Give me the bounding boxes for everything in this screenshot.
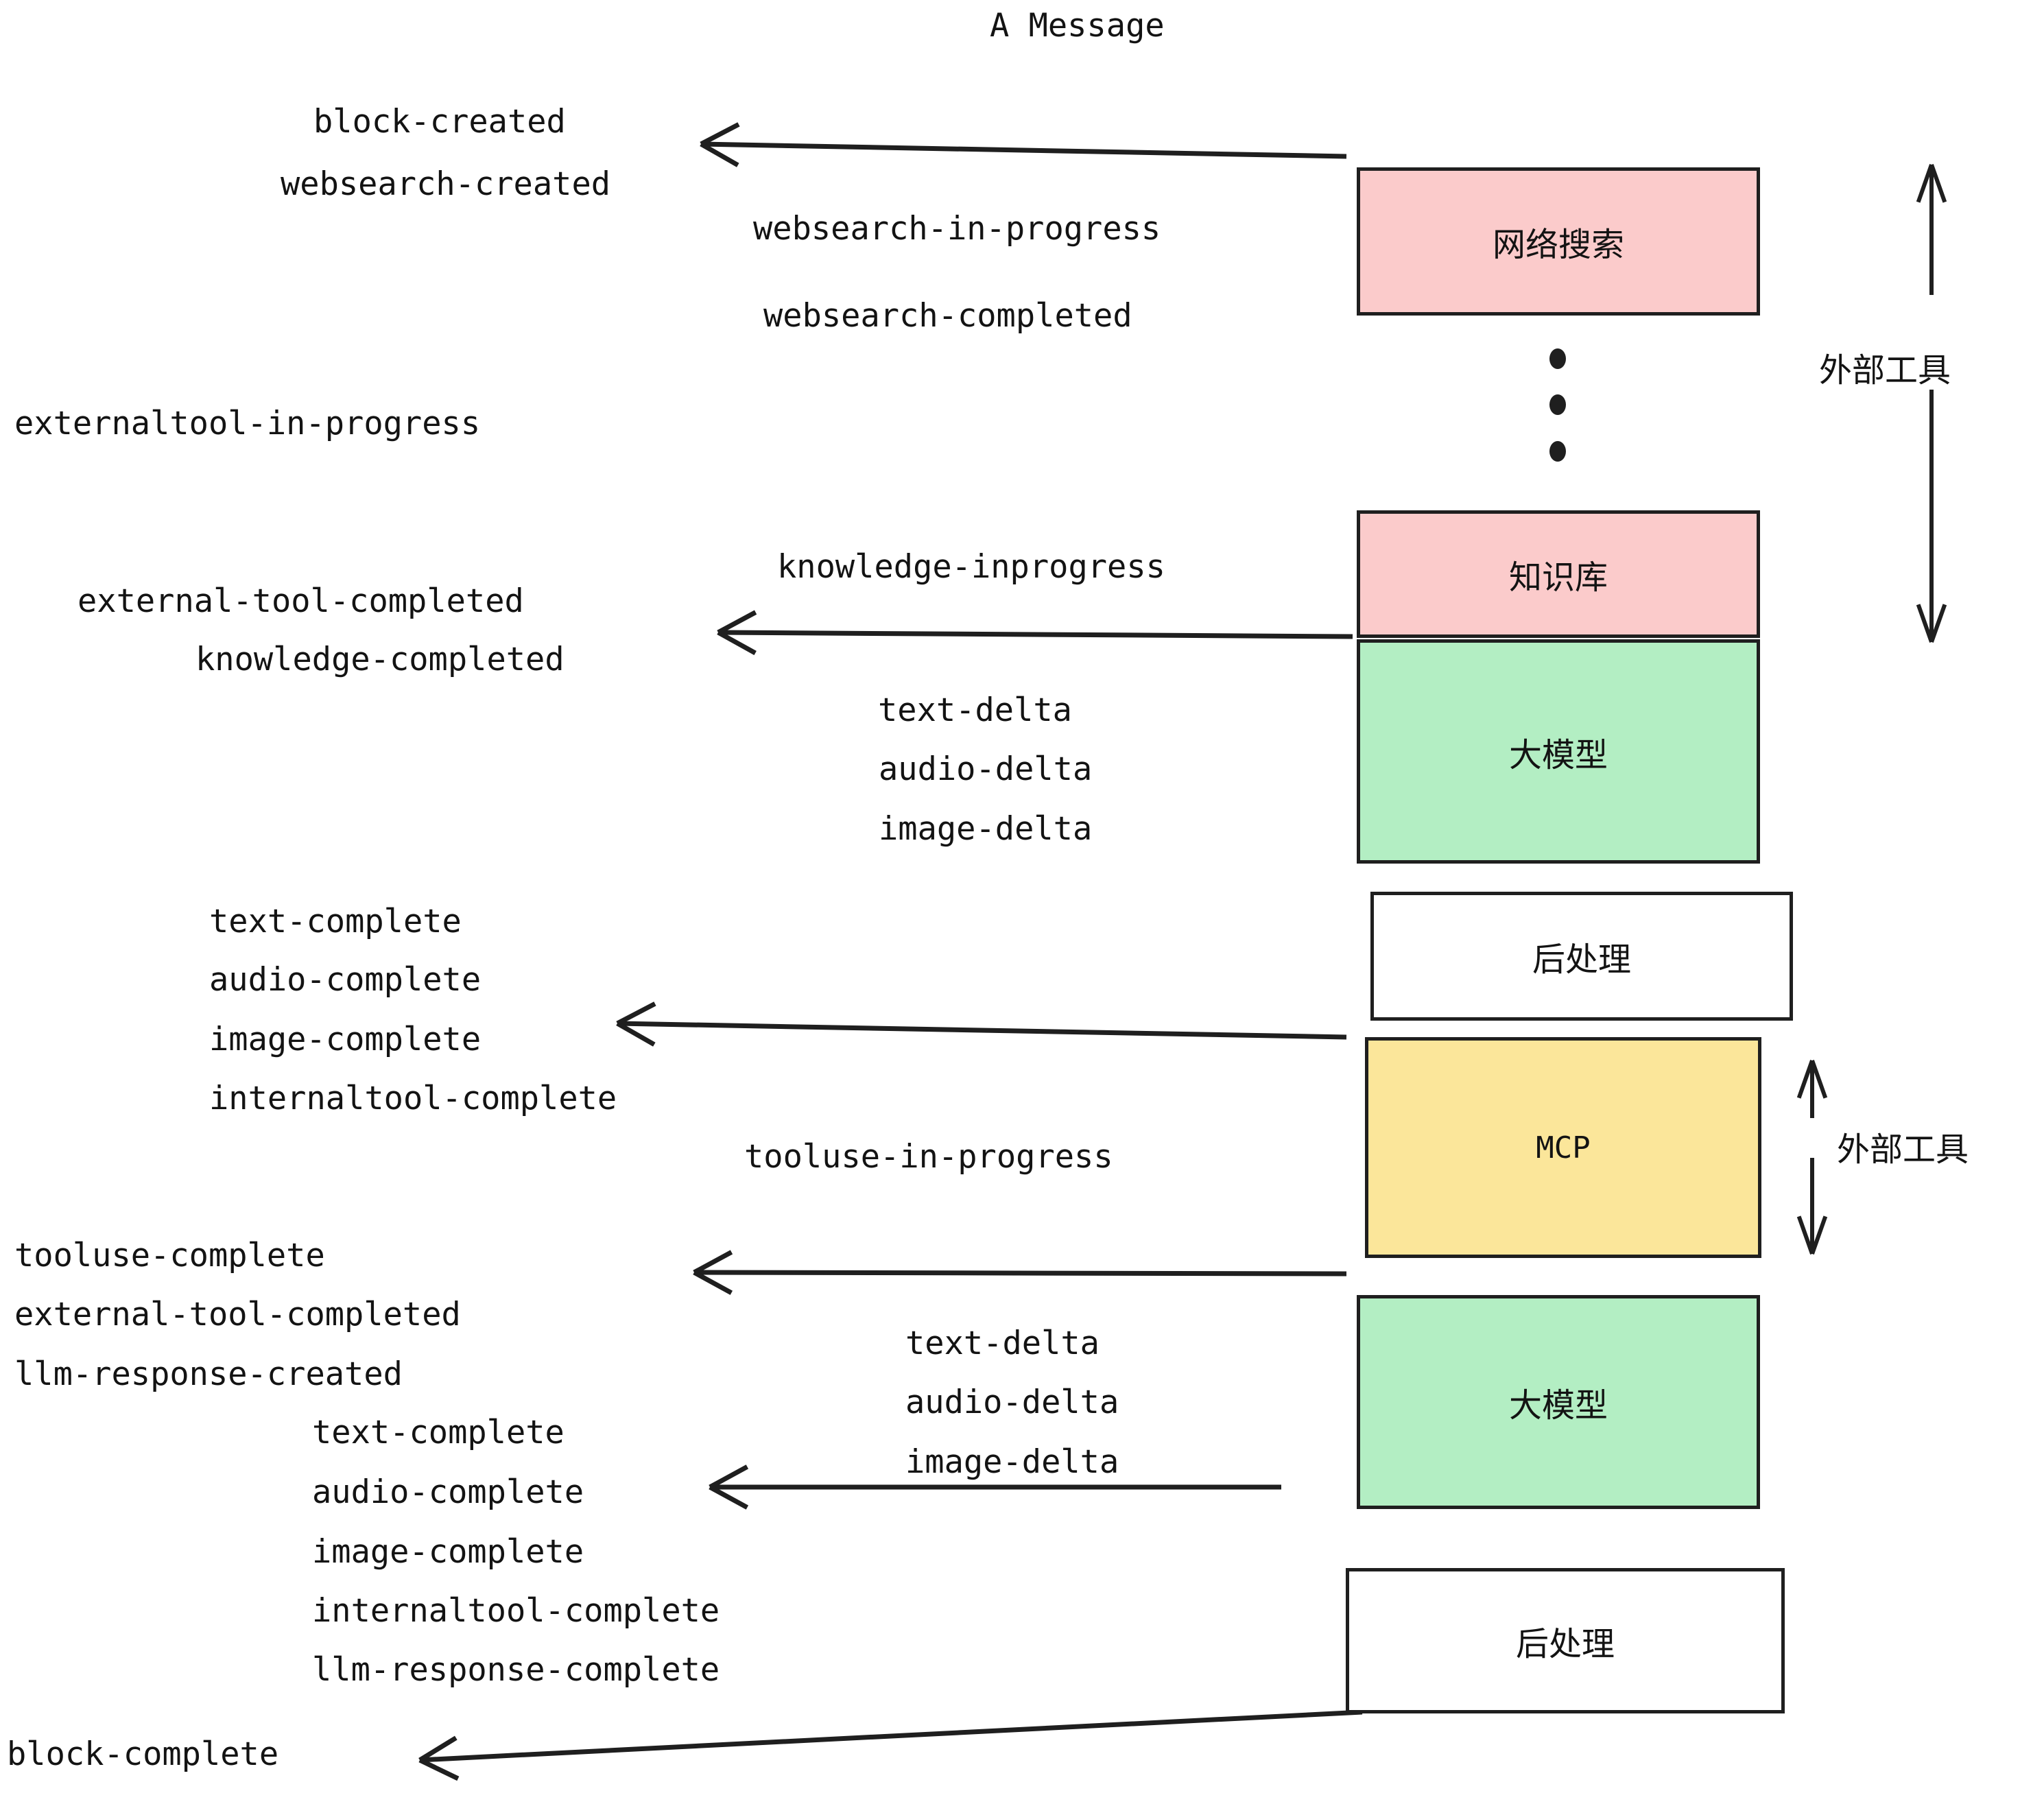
- event-label-block-complete: block-complete: [7, 1735, 279, 1773]
- ellipsis-dot-2: [1549, 394, 1566, 415]
- event-label-audio-complete-2: audio-complete: [312, 1473, 584, 1511]
- event-label-llm-response-complete: llm-response-complete: [312, 1651, 720, 1689]
- event-label-text-complete-1: text-complete: [209, 903, 462, 940]
- ellipsis-dot-1: [1549, 348, 1566, 369]
- event-label-audio-complete-1: audio-complete: [209, 961, 482, 999]
- event-label-externaltool-in-progress: externaltool-in-progress: [14, 405, 481, 442]
- node-label-llm-2: 大模型: [1508, 1386, 1608, 1425]
- event-label-image-delta-2: image-delta: [905, 1443, 1119, 1481]
- side-label-external-tool-lower: 外部工具: [1837, 1130, 1969, 1169]
- event-label-tooluse-in-progress: tooluse-in-progress: [744, 1138, 1113, 1176]
- scope-lower-up: [1796, 1059, 1828, 1118]
- side-label-external-tool-upper: 外部工具: [1819, 351, 1951, 390]
- event-label-internaltool-complete-2: internaltool-complete: [312, 1592, 720, 1630]
- node-label-postprocess-1: 后处理: [1532, 940, 1631, 979]
- scope-lower-down: [1796, 1158, 1828, 1255]
- event-label-external-tool-completed-2: external-tool-completed: [14, 1296, 461, 1333]
- ellipsis-dot-3: [1549, 441, 1566, 462]
- arrow-audio-complete: [709, 1464, 1281, 1510]
- arrow-image-complete: [616, 1001, 1347, 1047]
- event-label-text-complete-2: text-complete: [312, 1414, 565, 1451]
- node-llm-1[interactable]: 大模型: [1357, 639, 1760, 864]
- node-label-mcp: MCP: [1536, 1130, 1591, 1165]
- event-label-block-created: block-created: [313, 103, 566, 141]
- event-label-audio-delta-2: audio-delta: [905, 1384, 1119, 1421]
- event-label-llm-response-created: llm-response-created: [14, 1355, 403, 1393]
- arrow-tooluse-complete: [693, 1250, 1347, 1295]
- event-label-internaltool-complete-1: internaltool-complete: [209, 1080, 617, 1117]
- event-label-image-complete-1: image-complete: [209, 1021, 482, 1058]
- arrow-block-created: [700, 122, 1347, 167]
- arrow-block-complete: [418, 1709, 1363, 1781]
- node-mcp[interactable]: MCP: [1365, 1037, 1761, 1258]
- event-label-image-delta-1: image-delta: [879, 810, 1093, 848]
- arrow-knowledge-completed: [717, 610, 1353, 656]
- node-websearch[interactable]: 网络搜索: [1357, 167, 1760, 316]
- event-label-external-tool-completed-1: external-tool-completed: [78, 582, 524, 620]
- event-label-audio-delta-1: audio-delta: [879, 750, 1093, 788]
- event-label-knowledge-inprogress: knowledge-inprogress: [777, 548, 1165, 586]
- node-label-knowledge: 知识库: [1508, 558, 1608, 597]
- event-label-image-complete-2: image-complete: [312, 1533, 584, 1571]
- event-label-text-delta-2: text-delta: [905, 1325, 1100, 1362]
- node-label-postprocess-2: 后处理: [1515, 1625, 1615, 1663]
- scope-upper-up: [1916, 163, 1947, 295]
- node-knowledge[interactable]: 知识库: [1357, 510, 1760, 638]
- page-title: A Message: [990, 7, 1165, 45]
- event-label-tooluse-complete: tooluse-complete: [14, 1237, 325, 1274]
- node-label-websearch: 网络搜索: [1492, 226, 1624, 264]
- node-label-llm-1: 大模型: [1508, 735, 1608, 774]
- ellipsis-dot-group: [1549, 348, 1566, 462]
- node-postprocess-1[interactable]: 后处理: [1370, 892, 1793, 1021]
- node-llm-2[interactable]: 大模型: [1357, 1295, 1760, 1509]
- scope-arrow-group: [1796, 163, 1947, 1255]
- event-label-text-delta-1: text-delta: [878, 691, 1072, 729]
- node-postprocess-2[interactable]: 后处理: [1346, 1568, 1785, 1713]
- event-label-websearch-created: websearch-created: [281, 165, 611, 203]
- event-label-knowledge-completed: knowledge-completed: [195, 641, 565, 678]
- event-label-websearch-completed: websearch-completed: [763, 297, 1132, 335]
- scope-upper-down: [1916, 390, 1947, 643]
- event-label-websearch-in-progress: websearch-in-progress: [753, 210, 1161, 248]
- flow-arrow-group: [418, 122, 1363, 1781]
